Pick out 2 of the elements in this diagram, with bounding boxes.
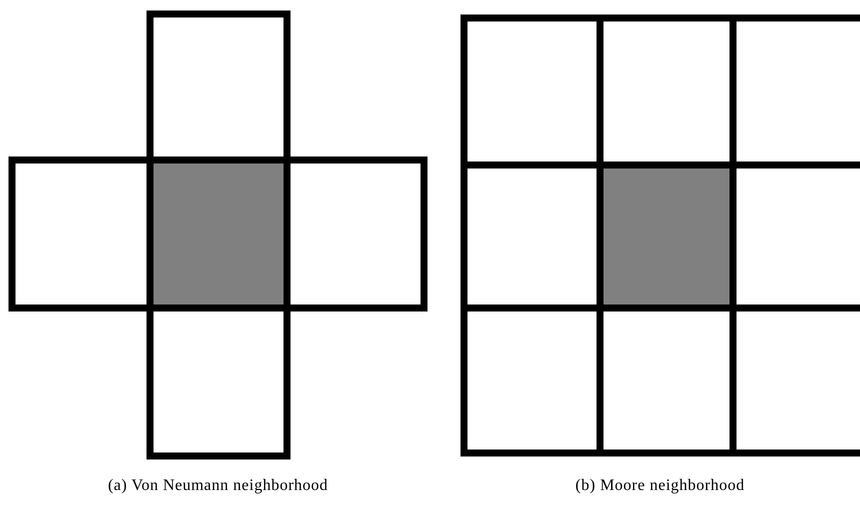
figure-caption: (a) Von Neumann neighborhood [108, 477, 328, 495]
figure-caption: (b) Moore neighborhood [575, 477, 745, 495]
